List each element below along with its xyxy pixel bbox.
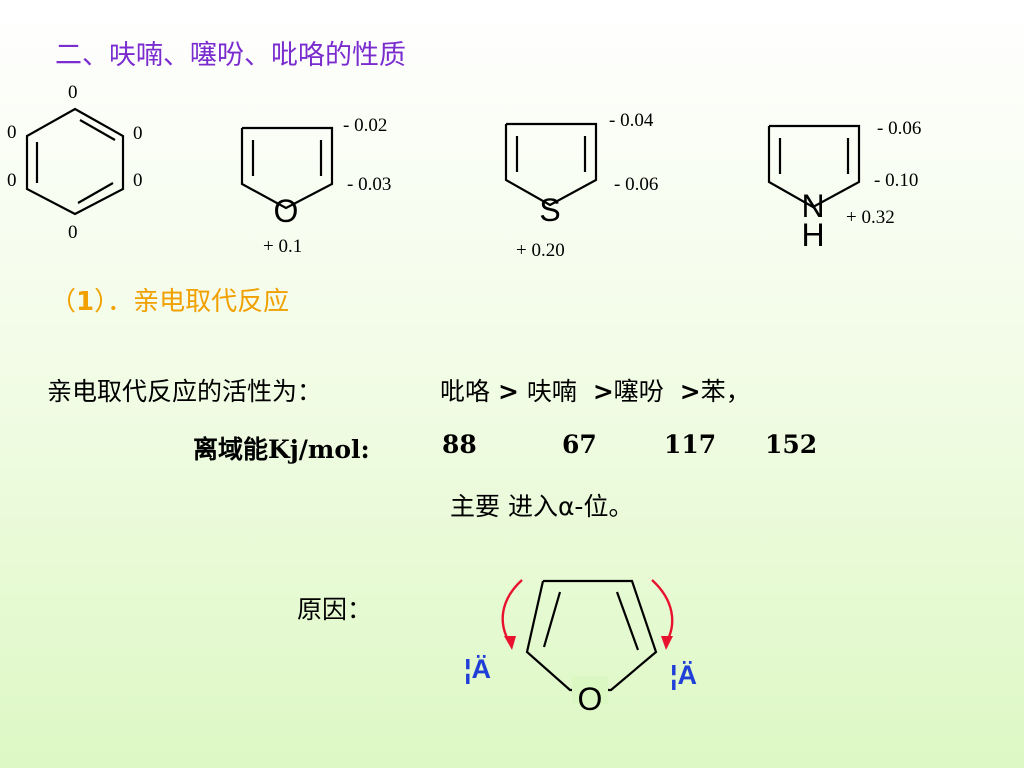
left-arrowhead — [504, 636, 516, 650]
pyrrole-nitrogen-charge: + 0.32 — [846, 207, 895, 228]
alpha-position-note: 主要 进入α-位。 — [450, 492, 634, 521]
activity-gt: > — [497, 377, 519, 406]
reason-furan-oxygen: O — [578, 681, 603, 717]
reason-furan-inner-bond-2 — [615, 591, 640, 651]
activity-gt: > — [679, 377, 701, 406]
pyrrole-ring — [767, 124, 861, 209]
furan-structure: O — [240, 126, 334, 229]
reason-furan-ring — [525, 579, 658, 692]
activity-item: 呋喃 — [526, 377, 577, 406]
right-electron-label: ¦Ä — [670, 660, 697, 690]
activity-item: 噻吩 — [613, 377, 664, 406]
energy-value-benzene: 152 — [765, 430, 818, 459]
page-title: 二、呋喃、噻吩、吡咯的性质 — [55, 40, 406, 71]
thiophene-sulfur-charge: + 0.20 — [516, 240, 565, 261]
thiophene-beta-charge: - 0.04 — [609, 110, 654, 131]
energy-value-pyrrole: 88 — [442, 430, 477, 459]
pyrrole-alpha-charge: - 0.10 — [874, 170, 919, 191]
activity-item: 吡咯 — [440, 377, 491, 406]
furan-alpha-charge: - 0.03 — [347, 174, 392, 195]
energy-value-furan: 67 — [562, 430, 597, 459]
pyrrole-nitrogen: N — [801, 188, 824, 224]
section-heading: （1）．亲电取代反应 — [50, 287, 290, 317]
energy-value-thiophene: 117 — [664, 430, 717, 459]
reason-furan-inner-bond-1 — [542, 591, 562, 648]
energy-label: 离域能Kj/mol: — [193, 435, 370, 464]
benzene-label-upper-right: 0 — [133, 123, 143, 144]
benzene-inner-bond-1 — [79, 119, 116, 141]
benzene-structure — [25, 107, 125, 216]
left-curved-arrow — [501, 579, 523, 644]
benzene-inner-bond-2 — [77, 182, 114, 204]
furan-oxygen-charge: + 0.1 — [263, 236, 303, 257]
right-arrowhead — [661, 636, 673, 650]
reason-arrows — [501, 579, 674, 650]
thiophene-ring — [504, 122, 598, 207]
thiophene-structure: S — [504, 122, 598, 228]
furan-ring — [240, 126, 334, 210]
pyrrole-structure: N H — [767, 124, 861, 253]
benzene-ring — [25, 107, 125, 216]
benzene-label-lower-left: 0 — [7, 170, 17, 191]
activity-order: 吡咯 > 呋喃 >噻吩 >苯， — [440, 372, 751, 408]
benzene-label-lower-right: 0 — [133, 170, 143, 191]
activity-item: 苯， — [700, 377, 751, 406]
left-electron-label: ¦Ä — [464, 654, 491, 684]
activity-label: 亲电取代反应的活性为： — [47, 377, 323, 406]
activity-gt: > — [592, 377, 614, 406]
thiophene-sulfur: S — [539, 192, 560, 228]
benzene-label-bottom: 0 — [68, 222, 78, 243]
thiophene-alpha-charge: - 0.06 — [614, 174, 659, 195]
pyrrole-hydrogen: H — [801, 217, 824, 253]
pyrrole-beta-charge: - 0.06 — [877, 118, 922, 139]
reason-label: 原因： — [297, 595, 373, 624]
furan-beta-charge: - 0.02 — [343, 115, 388, 136]
benzene-label-upper-left: 0 — [7, 122, 17, 143]
reason-furan-structure: O — [525, 579, 658, 717]
benzene-label-top: 0 — [68, 82, 78, 103]
furan-oxygen: O — [274, 193, 299, 229]
right-curved-arrow — [651, 579, 674, 644]
